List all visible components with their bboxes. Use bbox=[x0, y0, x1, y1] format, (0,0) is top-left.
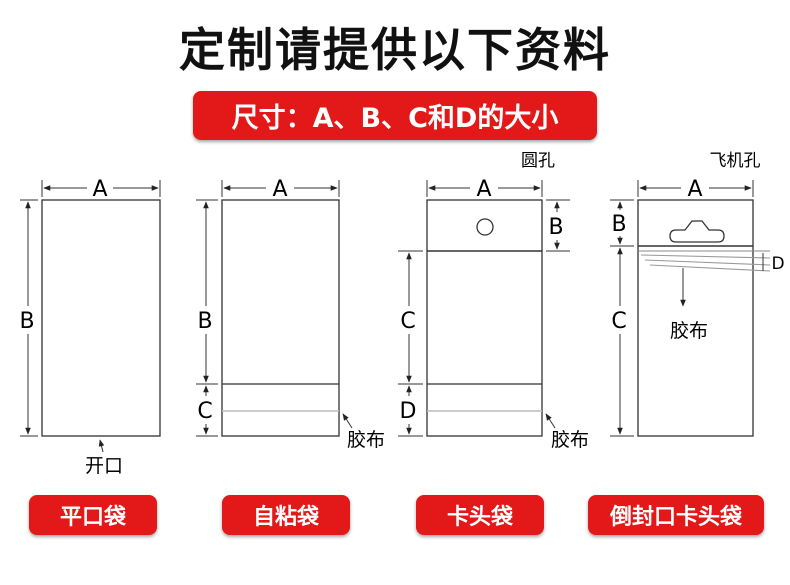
header-bag-dim-c: C bbox=[400, 309, 415, 334]
header-bag-dim-d: D bbox=[400, 399, 417, 424]
header-bag-outline bbox=[426, 199, 543, 437]
header-bag-dim-a: A bbox=[476, 177, 491, 202]
self-adhesive-dim-b: B bbox=[197, 309, 212, 334]
reverse-seal-bag-label: 倒封口卡头袋 bbox=[588, 495, 764, 535]
plane-hole-icon bbox=[669, 220, 725, 243]
opening-label: 开口 bbox=[85, 455, 123, 477]
plane-hole-label: 飞机孔 bbox=[710, 151, 761, 171]
header-bag-label-text: 卡头袋 bbox=[446, 505, 513, 530]
self-adhesive-dim-a: A bbox=[272, 177, 287, 202]
size-banner: 尺寸：A、B、C和D的大小 bbox=[193, 91, 597, 140]
header-bag-label: 卡头袋 bbox=[416, 495, 544, 535]
reverse-seal-bag-label-text: 倒封口卡头袋 bbox=[609, 505, 742, 530]
header-bag-tape-label: 胶布 bbox=[551, 429, 589, 451]
reverse-seal-dim-c: C bbox=[611, 309, 626, 334]
round-hole-label: 圆孔 bbox=[521, 151, 555, 171]
flat-bag-label: 平口袋 bbox=[29, 495, 157, 535]
self-adhesive-bag-diagram: A B C 胶布 bbox=[196, 177, 385, 451]
self-adhesive-dim-c: C bbox=[197, 399, 212, 424]
reverse-seal-dim-d: D bbox=[771, 254, 784, 274]
reverse-seal-dim-a: A bbox=[687, 177, 702, 202]
flat-bag-dim-a: A bbox=[92, 177, 107, 202]
flat-bag-label-text: 平口袋 bbox=[59, 505, 126, 530]
flat-bag-dim-b: B bbox=[19, 309, 34, 334]
reverse-seal-tape-label: 胶布 bbox=[670, 320, 708, 342]
size-banner-text: 尺寸：A、B、C和D的大小 bbox=[231, 103, 559, 134]
self-adhesive-tape-label: 胶布 bbox=[347, 429, 385, 451]
header-bag-dim-b: B bbox=[548, 215, 563, 240]
flat-bag-outline bbox=[41, 199, 161, 437]
round-hole-icon bbox=[476, 218, 494, 236]
reverse-seal-dim-b: B bbox=[611, 212, 626, 237]
flat-bag-diagram: A B 开口 bbox=[19, 177, 161, 477]
reverse-seal-bag-diagram: 飞机孔 A B C D 胶布 bbox=[610, 151, 785, 437]
page-title: 定制请提供以下资料 bbox=[179, 23, 611, 77]
reverse-seal-tape-lines bbox=[649, 264, 771, 272]
self-adhesive-bag-label-text: 自粘袋 bbox=[252, 505, 319, 530]
self-adhesive-bag-label: 自粘袋 bbox=[222, 495, 350, 535]
header-bag-diagram: 圆孔 A B C D 胶布 bbox=[398, 151, 589, 451]
self-adhesive-bag-outline bbox=[221, 199, 340, 437]
